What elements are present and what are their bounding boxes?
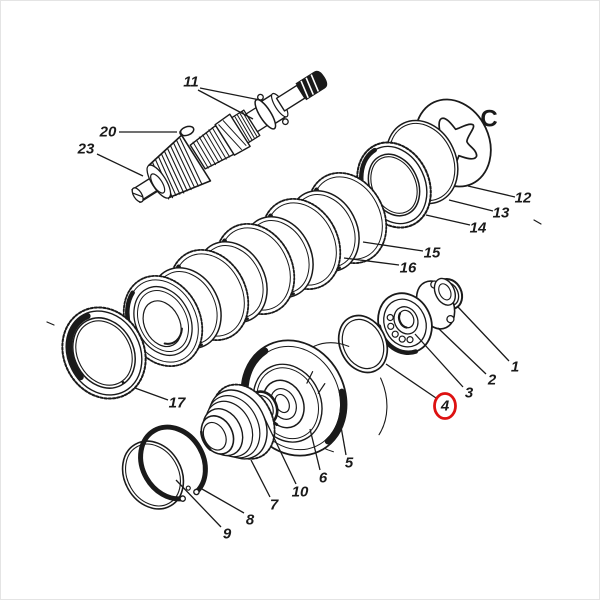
callout-label-14: 14 [470,220,487,237]
leader-line-14 [425,214,471,226]
tick-mark [533,219,542,225]
callout-6: 6 [309,428,328,487]
toothed-ring-17 [61,306,147,400]
leader-line-4 [385,363,437,399]
ring-4 [337,314,389,374]
pin-20 [179,125,195,137]
snap-ring-a [257,93,264,101]
callout-label-13: 13 [493,205,510,222]
callout-1: 1 [457,306,519,376]
callout-label-15: 15 [424,245,441,262]
callout-label-3: 3 [465,385,474,402]
callout-17: 17 [134,387,186,412]
callout-label-20: 20 [99,124,117,141]
callout-14: 14 [425,214,487,237]
leader-line-11 [199,87,261,101]
callout-label-4: 4 [440,398,450,415]
leader-line-17 [134,387,169,401]
pinion-gear [146,134,212,200]
snap-ring-b [281,118,289,126]
snap-ring-8 [138,424,208,502]
callout-12: 12 [467,185,532,207]
leader-line-10 [263,416,297,485]
callout-8: 8 [201,488,255,529]
leader-line-9 [175,479,222,528]
callout-10: 10 [263,416,309,501]
callout-label-2: 2 [487,372,497,389]
tick-mark-2 [46,321,55,326]
callout-2: 2 [437,327,497,389]
callout-label-6: 6 [319,470,328,487]
callout-label-23: 23 [77,141,95,158]
leader-line-8 [201,488,245,514]
callout-label-7: 7 [270,497,279,514]
callout-label-11: 11 [183,74,199,91]
callout-label-16: 16 [400,260,417,277]
callout-13: 13 [448,199,510,222]
piston-7 [200,383,276,460]
callout-15: 15 [362,241,441,262]
highlight-circle [433,392,457,420]
leader-line-3 [414,333,464,388]
callout-label-9: 9 [223,526,232,543]
callout-4: 4 [385,363,457,420]
leader-line-5 [339,420,347,456]
leader-line-13 [448,199,494,212]
leader-line-15 [362,241,424,252]
callout-label-10: 10 [292,484,309,501]
leader-line-16 [343,257,400,266]
leader-line-12 [467,185,516,198]
callout-label-5: 5 [345,455,354,472]
callout-7: 7 [250,459,279,514]
leader-line-2 [437,327,487,375]
callout-20: 20 [99,124,177,141]
leader-line-7 [250,459,271,498]
callout-5: 5 [339,420,354,472]
leader-line-1 [457,306,510,362]
split-ring-9 [121,440,198,510]
section-letter: C [480,106,497,133]
callout-11: 11 [183,74,261,120]
callout-label-17: 17 [169,395,186,412]
callout-label-1: 1 [511,359,519,376]
leader-line-6 [309,428,321,471]
callout-3: 3 [414,333,474,402]
callout-9: 9 [175,479,232,543]
callout-23: 23 [77,141,144,177]
leader-line-11 [197,89,254,120]
input-shaft-assembly [131,70,328,204]
callout-label-12: 12 [515,190,532,207]
callout-label-8: 8 [246,512,255,529]
splined-tip [295,70,328,101]
callout-16: 16 [343,257,417,277]
leader-line-23 [96,153,144,177]
